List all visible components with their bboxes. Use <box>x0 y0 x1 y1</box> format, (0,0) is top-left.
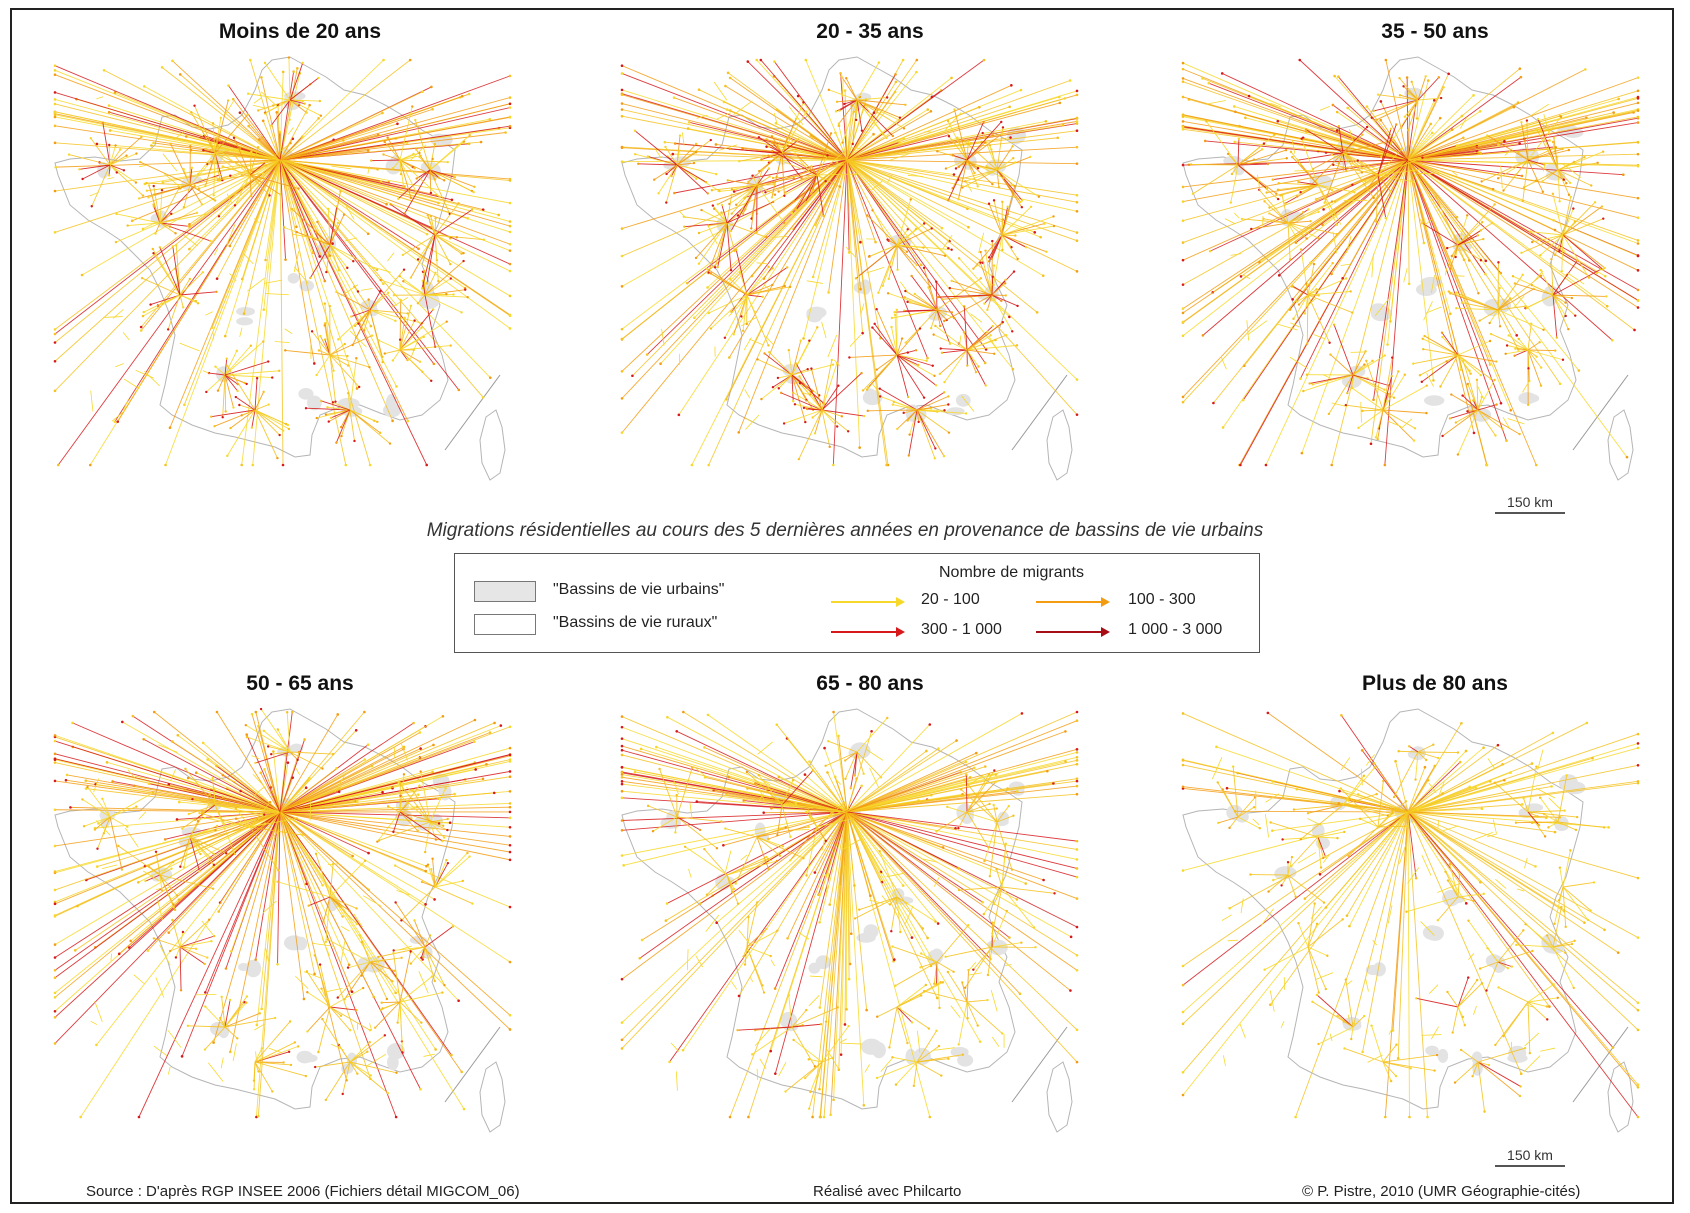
scale-bar-bottom: 150 km <box>1495 1147 1565 1167</box>
panel-title-over-80: Plus de 80 ans <box>1362 672 1508 695</box>
figure-frame <box>10 8 1674 1204</box>
flow-map-20-35 <box>620 56 1079 481</box>
panel-title-20-35: 20 - 35 ans <box>816 20 924 43</box>
footer-credit: © P. Pistre, 2010 (UMR Géographie-cités) <box>1302 1183 1581 1200</box>
legend-class-3-label: 300 - 1 000 <box>921 621 1002 638</box>
panel-title-35-50: 35 - 50 ans <box>1381 20 1489 43</box>
scale-bar-top: 150 km <box>1495 494 1565 514</box>
footer-source: Source : D'après RGP INSEE 2006 (Fichier… <box>86 1183 520 1200</box>
scale-line <box>1495 1165 1565 1167</box>
scale-line <box>1495 512 1565 514</box>
flow-map-50-65 <box>53 707 512 1133</box>
scale-label: 150 km <box>1507 494 1553 510</box>
legend-arrow-class-4 <box>1036 627 1110 637</box>
legend-rural-label: "Bassins de vie ruraux" <box>553 614 718 631</box>
panel-title-65-80: 65 - 80 ans <box>816 672 924 695</box>
flow-map-over-80 <box>1181 708 1640 1133</box>
legend-urban-swatch <box>474 581 536 602</box>
legend-arrow-class-3 <box>831 627 905 637</box>
legend-arrow-class-1 <box>831 597 905 607</box>
flow-map-65-80 <box>620 708 1079 1133</box>
legend-class-4-label: 1 000 - 3 000 <box>1128 621 1223 638</box>
legend-urban-label: "Bassins de vie urbains" <box>553 581 725 598</box>
legend-flows-title: Nombre de migrants <box>939 564 1084 581</box>
scale-label: 150 km <box>1507 1147 1553 1163</box>
legend-class-2-label: 100 - 300 <box>1128 591 1196 608</box>
flow-map-under-20 <box>53 56 512 481</box>
legend: "Bassins de vie urbains" "Bassins de vie… <box>454 553 1260 653</box>
panel-title-under-20: Moins de 20 ans <box>218 20 382 43</box>
panel-title-50-65: 50 - 65 ans <box>246 672 354 695</box>
flow-map-35-50 <box>1181 56 1640 481</box>
legend-class-1-label: 20 - 100 <box>921 591 980 608</box>
legend-rural-swatch <box>474 614 536 635</box>
main-caption: Migrations résidentielles au cours des 5… <box>426 520 1264 541</box>
legend-arrow-class-2 <box>1036 597 1110 607</box>
footer-tool: Réalisé avec Philcarto <box>813 1183 962 1200</box>
